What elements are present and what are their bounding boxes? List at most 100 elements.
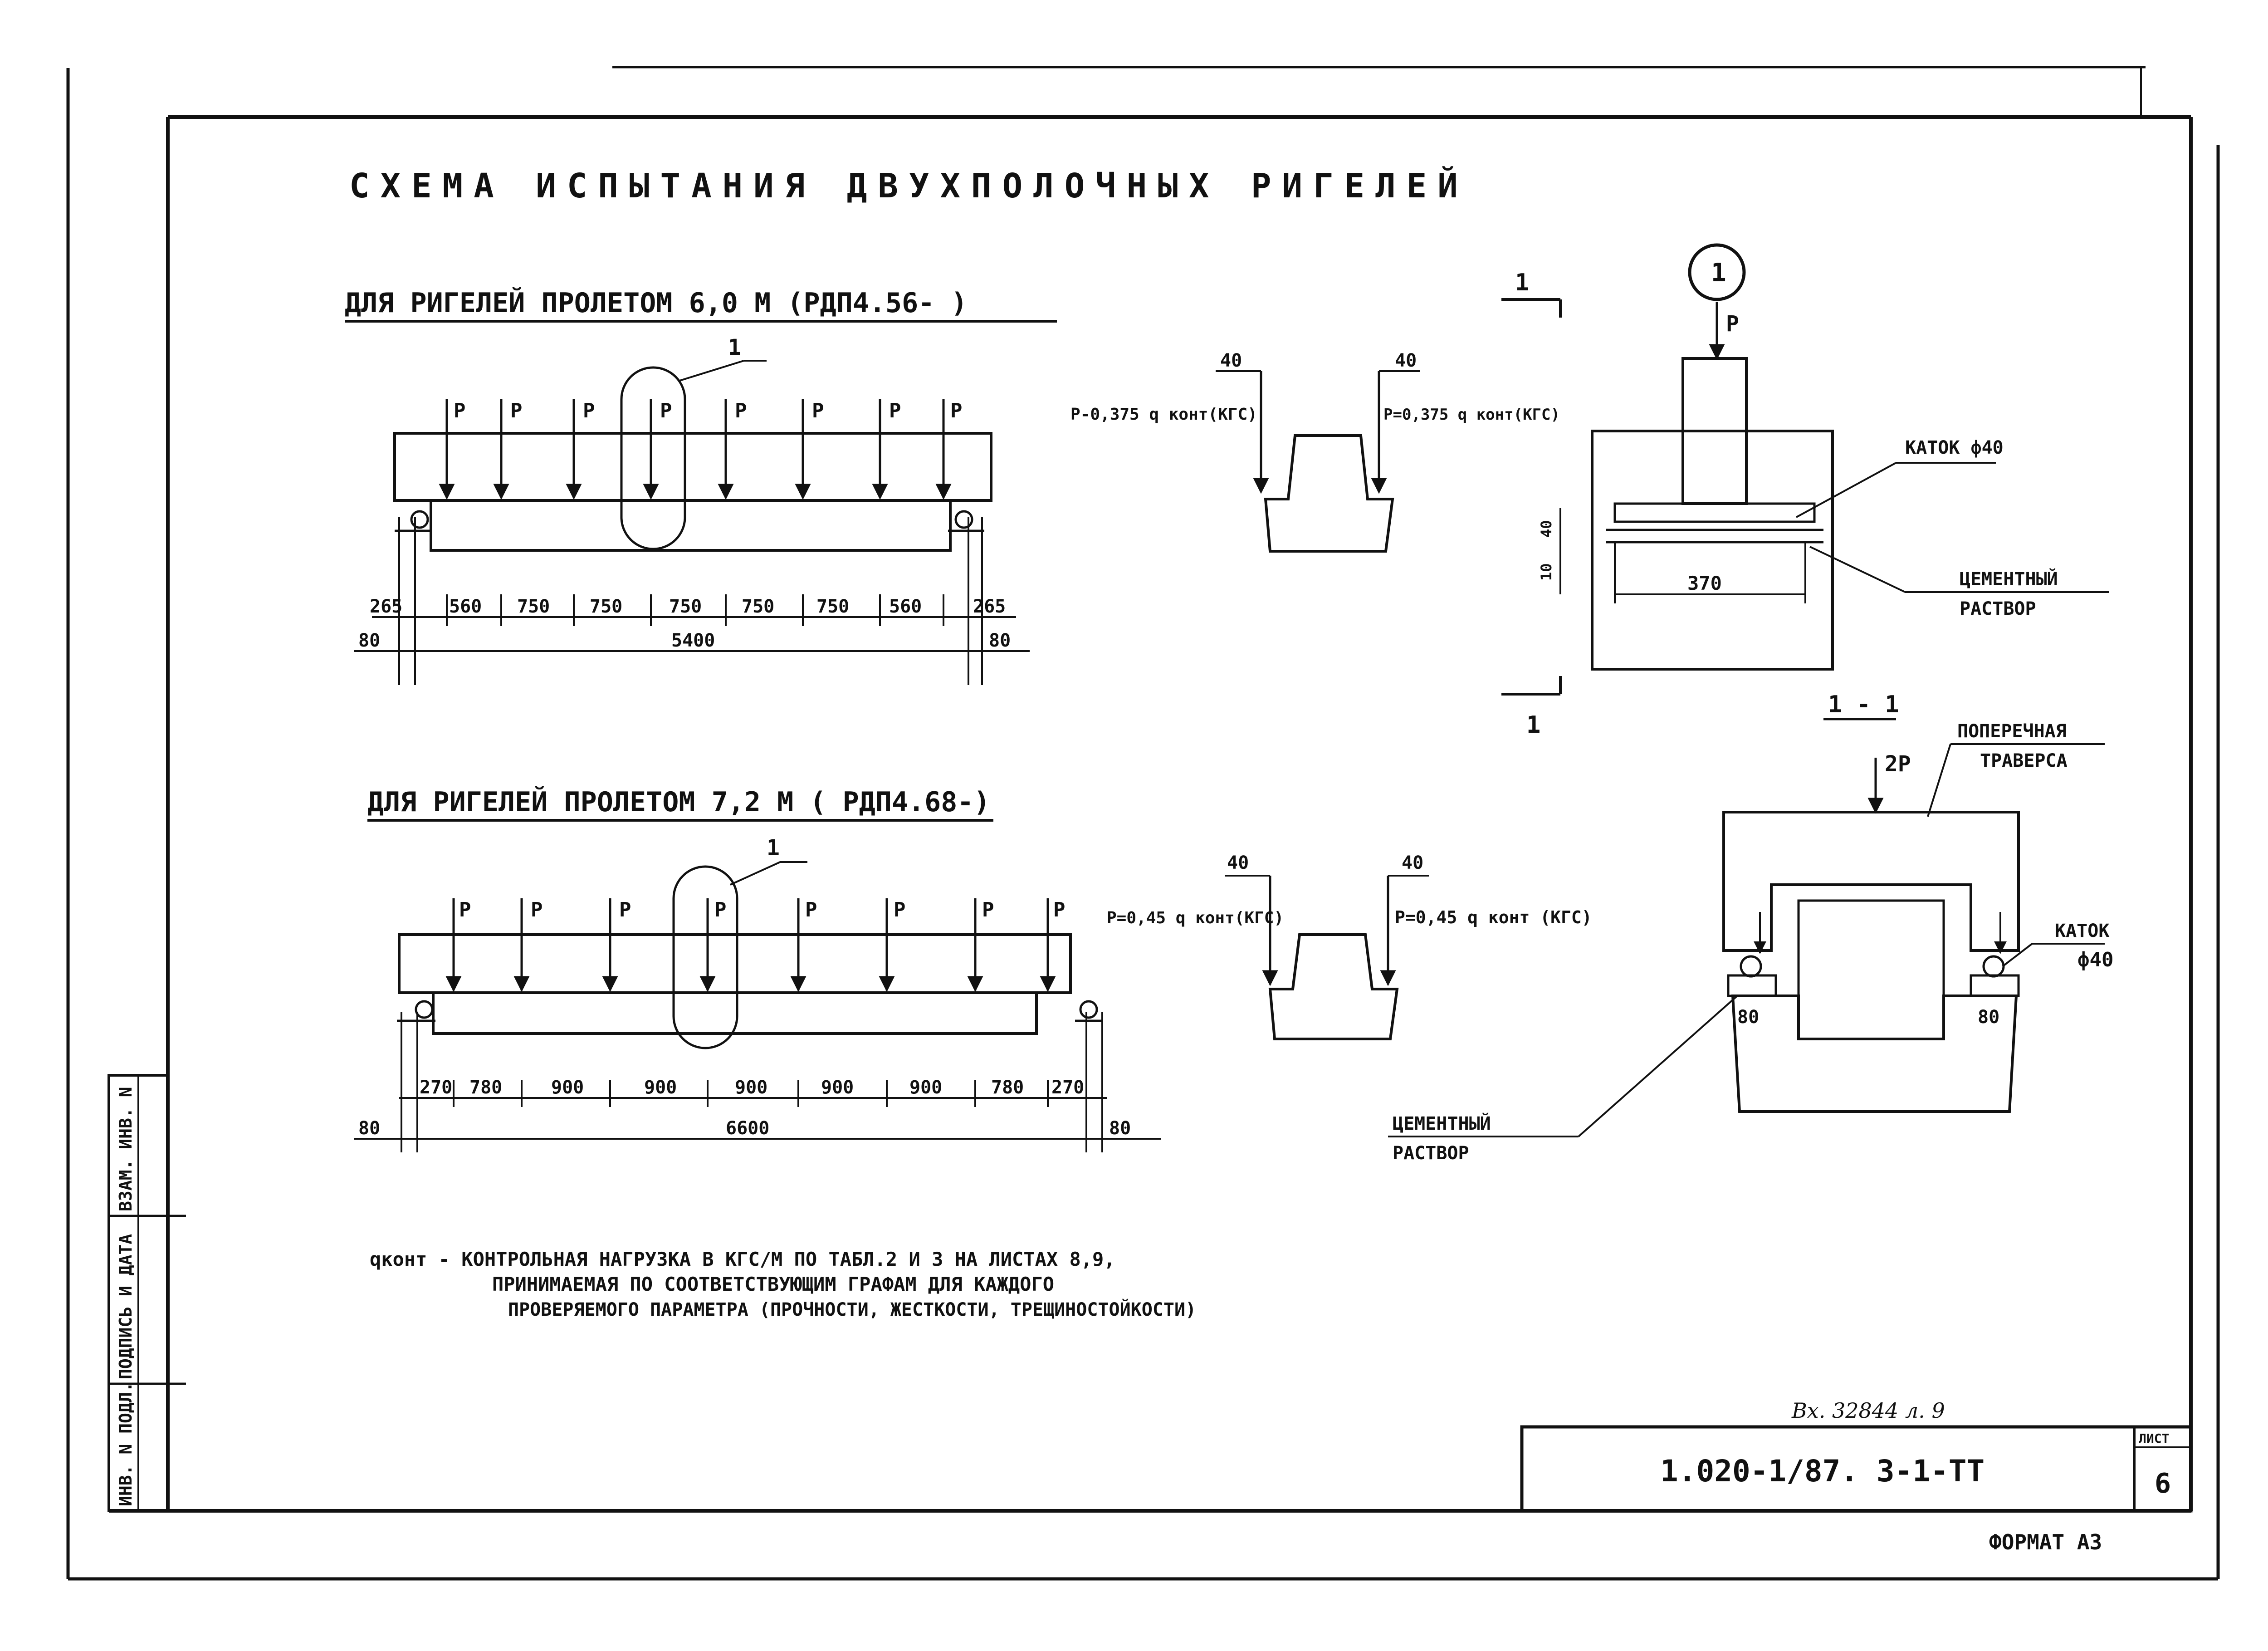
section-force-left-1: Р-0,375 q конт(КГС) [1070, 405, 1257, 424]
dim-support-left: 80 [358, 1118, 380, 1139]
load-label: Р [950, 399, 963, 422]
section-small-1: 40 40 Р-0,375 q конт(КГС) Р=0,375 q конт… [1070, 350, 1560, 553]
dim-value: 560 [449, 596, 482, 617]
load-label: Р [805, 898, 817, 921]
katok-label-2b: ф40 [2077, 948, 2113, 971]
dim-value: 750 [742, 596, 774, 617]
callout-label-2: 1 [767, 835, 780, 861]
cement-label-1b: РАСТВОР [1960, 598, 2036, 619]
detail-2: 2Р 80 80 ПОПЕРЕЧНАЯ ТРАВЕРСА КАТОК ф40 Ц… [1388, 721, 2113, 1164]
scheme-1-heading: ДЛЯ РИГЕЛЕЙ ПРОЛЕТОМ 6,0 М (РДП4.56- ) [345, 286, 968, 319]
scheme-2-heading: ДЛЯ РИГЕЛЕЙ ПРОЛЕТОМ 7,2 М ( РДП4.68-) [367, 785, 990, 818]
detail1-load: Р [1726, 311, 1739, 337]
detail2-load: 2Р [1885, 751, 1911, 777]
dim-value: 780 [469, 1077, 502, 1098]
beam-web-2 [432, 991, 1038, 1035]
sheet-label: ЛИСТ [2139, 1431, 2169, 1446]
handwritten-ref: Вх. 32844 л. 9 [1791, 1398, 1945, 1423]
support-left-1 [395, 510, 431, 532]
load-label: Р [510, 399, 523, 422]
dim-value: 265 [370, 596, 402, 617]
dims-top-2: 270 780 900 900 900 900 900 780 270 80 6… [358, 1077, 1131, 1139]
dim-value: 750 [816, 596, 849, 617]
section-dim-left-1: 40 [1220, 350, 1242, 371]
support-right-1 [948, 510, 984, 532]
cement-label-2b: РАСТВОР [1393, 1143, 1469, 1164]
dim-value: 560 [889, 596, 922, 617]
side-stamp: ИНВ. N ПОДЛ. ПОДПИСЬ И ДАТА ВЗАМ. ИНВ. N [108, 1074, 186, 1512]
title-block: Вх. 32844 л. 9 1.020-1/87. 3-1-ТТ ЛИСТ 6 [1520, 1398, 2193, 1513]
detail2-dim-right: 80 [1978, 1007, 1999, 1028]
load-label: Р [531, 898, 543, 921]
load-label: Р [714, 898, 727, 921]
section-cut-marks [1501, 298, 1562, 696]
dim-lines-2 [354, 1012, 1161, 1152]
load-label: Р [812, 399, 824, 422]
section-force-left-2: Р=0,45 q конт(КГС) [1107, 909, 1284, 927]
dim-support-right: 80 [989, 630, 1011, 651]
section-mark-top: 1 [1515, 269, 1529, 296]
dim-support-right: 80 [1109, 1118, 1131, 1139]
dim-value: 750 [669, 596, 702, 617]
format-label: ФОРМАТ А3 [1989, 1530, 2102, 1554]
dim-support-left: 80 [358, 630, 380, 651]
document-code: 1.020-1/87. 3-1-ТТ [1660, 1454, 1984, 1489]
callout-oval-1 [620, 366, 686, 550]
scheme-2: ДЛЯ РИГЕЛЕЙ ПРОЛЕТОМ 7,2 М ( РДП4.68-) Р… [354, 785, 1161, 1152]
dim-value: 265 [973, 596, 1006, 617]
note-block: qконт - КОНТРОЛЬНАЯ НАГРУЗКА В КГС/М ПО … [370, 1248, 1196, 1320]
load-label: Р [619, 898, 631, 921]
note-line-1: qконт - КОНТРОЛЬНАЯ НАГРУЗКА В КГС/М ПО … [370, 1248, 1115, 1270]
dim-10: 10 [1538, 563, 1555, 581]
dim-span: 5400 [671, 630, 715, 651]
section-force-right-1: Р=0,375 q конт(КГС) [1383, 406, 1560, 424]
dim-value: 270 [1051, 1077, 1084, 1098]
dim-value: 900 [909, 1077, 942, 1098]
dim-value: 750 [517, 596, 550, 617]
section-title-1-1: 1 - 1 [1828, 691, 1899, 718]
section-mark-bottom: 1 [1526, 711, 1540, 739]
traverse-label-1: ПОПЕРЕЧНАЯ [1957, 721, 2067, 742]
dim-value: 270 [420, 1077, 452, 1098]
load-label: Р [454, 399, 466, 422]
callout-oval-2 [672, 865, 738, 1049]
support-left-2 [397, 1000, 435, 1022]
beam-slab-1 [393, 432, 992, 502]
dim-370: 370 [1687, 572, 1722, 594]
load-label: Р [889, 399, 901, 422]
dim-value: 900 [821, 1077, 854, 1098]
dim-value: 900 [644, 1077, 677, 1098]
note-line-2: ПРИНИМАЕМАЯ ПО СООТВЕТСТВУЮЩИМ ГРАФАМ ДЛ… [492, 1273, 1054, 1295]
dim-lines-1 [354, 517, 1030, 685]
dim-value: 780 [991, 1077, 1024, 1098]
dim-value: 900 [551, 1077, 584, 1098]
section-dim-right-1: 40 [1395, 350, 1417, 371]
load-label: Р [894, 898, 906, 921]
sheet-number: 6 [2155, 1468, 2171, 1499]
section-small-2: 40 40 Р=0,45 q конт(КГС) Р=0,45 q конт (… [1107, 852, 1592, 1040]
node-circle-1 [1688, 243, 1746, 301]
cement-label-2a: ЦЕМЕНТНЫЙ [1393, 1112, 1491, 1134]
detail-1: 1 Р 370 40 10 1 1 1 - 1 КАТОК ф40 ЦЕМЕ [1501, 243, 2109, 739]
dim-40: 40 [1538, 520, 1555, 538]
load-labels-2: Р Р Р Р Р Р Р Р [459, 898, 1066, 921]
detail2-dim-left: 80 [1737, 1007, 1759, 1028]
note-line-3: ПРОВЕРЯЕМОГО ПАРАМЕТРА (ПРОЧНОСТИ, ЖЕСТК… [508, 1298, 1196, 1320]
dim-value: 900 [735, 1077, 767, 1098]
load-labels-1: Р Р Р Р Р Р Р Р [454, 399, 963, 422]
dim-value: 750 [590, 596, 622, 617]
dims-top-1: 265 560 750 750 750 750 750 560 265 80 5… [358, 596, 1011, 651]
stamp-inv: ИНВ. N ПОДЛ. [116, 1382, 136, 1506]
callout-label-1: 1 [728, 335, 741, 360]
loads-1 [439, 399, 952, 500]
loads-2 [445, 898, 1056, 992]
load-label: Р [583, 399, 595, 422]
cement-label-1a: ЦЕМЕНТНЫЙ [1960, 568, 2058, 590]
dim-span: 6600 [726, 1118, 769, 1139]
load-label: Р [1053, 898, 1066, 921]
load-label: Р [660, 399, 672, 422]
load-label: Р [459, 898, 471, 921]
stamp-sign: ПОДПИСЬ И ДАТА [116, 1234, 136, 1379]
section-dim-right-2: 40 [1402, 852, 1423, 873]
section-force-right-2: Р=0,45 q конт (КГС) [1395, 907, 1592, 927]
